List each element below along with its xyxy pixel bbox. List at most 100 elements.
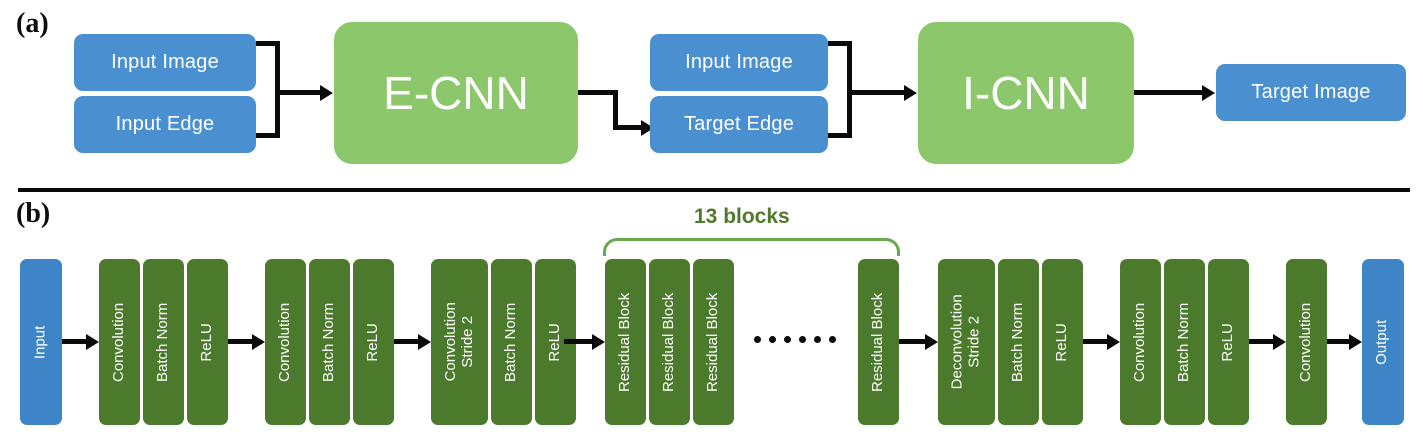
arrow1-shaft xyxy=(280,90,324,95)
bar-stage2-batch-norm: Batch Norm xyxy=(309,259,350,425)
bar-output: Output xyxy=(1362,259,1404,425)
bar-stage2-relu-label: ReLU xyxy=(364,322,382,362)
bar-stage1-convolution-label: Convolution xyxy=(110,302,128,382)
arrow4-head xyxy=(1202,84,1215,101)
b-arrow3-head xyxy=(418,333,431,350)
box-ecnn: E-CNN xyxy=(334,22,578,164)
bar-stage4-batch-norm: Batch Norm xyxy=(998,259,1039,425)
b-arrow6-head xyxy=(1107,333,1120,350)
arrow2-shaft-top xyxy=(578,90,618,95)
box-target-image-label: Target Image xyxy=(1251,81,1371,103)
bar-input: Input xyxy=(20,259,62,425)
bar-stage4-relu: ReLU xyxy=(1042,259,1083,425)
bar-stage3-batch-norm: Batch Norm xyxy=(491,259,532,425)
b-arrow8-shaft xyxy=(1327,339,1353,344)
box-target-image: Target Image xyxy=(1216,64,1406,121)
bar-residual-block-last-label: Residual Block xyxy=(869,292,887,392)
bar-stage3-batch-norm-label: Batch Norm xyxy=(502,302,520,382)
bar-stage1-batch-norm: Batch Norm xyxy=(143,259,184,425)
b-arrow1-shaft xyxy=(62,339,90,344)
ellipsis-dots xyxy=(754,336,836,343)
bar-residual-block-1-label: Residual Block xyxy=(616,292,634,392)
residual-group-bracket xyxy=(603,238,900,256)
box-input-edge-label: Input Edge xyxy=(115,113,215,135)
panel-b-label: (b) xyxy=(16,198,51,229)
bar-stage1-relu: ReLU xyxy=(187,259,228,425)
box-input-image-1-label: Input Image xyxy=(111,51,219,73)
bar-residual-block-2: Residual Block xyxy=(649,259,690,425)
arrow3-head xyxy=(904,84,917,101)
box-icnn: I-CNN xyxy=(918,22,1134,164)
arrow4-shaft xyxy=(1134,90,1206,95)
bar-stage4-relu-label: ReLU xyxy=(1053,322,1071,362)
bar-output-label: Output xyxy=(1373,319,1391,365)
bar-input-label: Input xyxy=(31,325,49,359)
bar-stage6-convolution-label: Convolution xyxy=(1297,302,1315,382)
ellipsis-dot xyxy=(784,336,791,343)
bar-stage2-batch-norm-label: Batch Norm xyxy=(320,302,338,382)
ellipsis-dot xyxy=(769,336,776,343)
arrow2-drop xyxy=(613,90,618,130)
b-arrow3-shaft xyxy=(394,339,422,344)
bracket2-top-stub xyxy=(828,41,852,46)
panel-divider xyxy=(18,188,1410,192)
bracket1-top-stub xyxy=(256,41,280,46)
bar-stage5-convolution-label: Convolution xyxy=(1131,302,1149,382)
arrow2-shaft-bottom xyxy=(613,125,645,130)
bar-stage1-batch-norm-label: Batch Norm xyxy=(154,302,172,382)
bracket-label-13-blocks: 13 blocks xyxy=(694,205,790,228)
bar-residual-block-3: Residual Block xyxy=(693,259,734,425)
b-arrow2-head xyxy=(252,333,265,350)
b-arrow7-shaft xyxy=(1249,339,1277,344)
ellipsis-dot xyxy=(799,336,806,343)
bracket1-spine xyxy=(275,41,280,138)
ellipsis-dot xyxy=(814,336,821,343)
box-input-image-2-label: Input Image xyxy=(685,51,793,73)
b-arrow4-shaft xyxy=(564,339,596,344)
bar-stage1-convolution: Convolution xyxy=(99,259,140,425)
arrow1-head xyxy=(320,84,333,101)
bar-stage5-relu: ReLU xyxy=(1208,259,1249,425)
b-arrow5-shaft xyxy=(899,339,929,344)
bar-stage2-relu: ReLU xyxy=(353,259,394,425)
b-arrow2-shaft xyxy=(228,339,256,344)
bar-residual-block-2-label: Residual Block xyxy=(660,292,678,392)
box-input-edge: Input Edge xyxy=(74,96,256,153)
box-input-image-1: Input Image xyxy=(74,34,256,91)
b-arrow4-head xyxy=(592,333,605,350)
box-icnn-label: I-CNN xyxy=(962,67,1090,119)
arrow3-shaft xyxy=(852,90,908,95)
bar-residual-block-3-label: Residual Block xyxy=(704,292,722,392)
bar-stage5-relu-label: ReLU xyxy=(1219,322,1237,362)
bar-stage2-convolution-label: Convolution xyxy=(276,302,294,382)
ellipsis-dot xyxy=(829,336,836,343)
box-ecnn-label: E-CNN xyxy=(383,67,529,119)
bar-stage5-convolution: Convolution xyxy=(1120,259,1161,425)
bar-stage5-batch-norm: Batch Norm xyxy=(1164,259,1205,425)
box-target-edge-label: Target Edge xyxy=(683,113,795,135)
bar-stage3-relu-label: ReLU xyxy=(546,322,564,362)
box-target-edge: Target Edge xyxy=(650,96,828,153)
bar-residual-block-1: Residual Block xyxy=(605,259,646,425)
bar-stage4-batch-norm-label: Batch Norm xyxy=(1009,302,1027,382)
bar-stage2-convolution: Convolution xyxy=(265,259,306,425)
b-arrow6-shaft xyxy=(1083,339,1111,344)
b-arrow7-head xyxy=(1273,333,1286,350)
box-input-image-2: Input Image xyxy=(650,34,828,91)
bar-stage5-batch-norm-label: Batch Norm xyxy=(1175,302,1193,382)
ellipsis-dot xyxy=(754,336,761,343)
bar-residual-block-last: Residual Block xyxy=(858,259,899,425)
bar-stage6-convolution: Convolution xyxy=(1286,259,1327,425)
bracket1-bottom-stub xyxy=(256,133,280,138)
b-arrow8-head xyxy=(1349,333,1362,350)
b-arrow5-head xyxy=(925,333,938,350)
panel-a-label: (a) xyxy=(16,8,49,39)
bracket2-bottom-stub xyxy=(828,133,852,138)
bar-stage1-relu-label: ReLU xyxy=(198,322,216,362)
b-arrow1-head xyxy=(86,333,99,350)
